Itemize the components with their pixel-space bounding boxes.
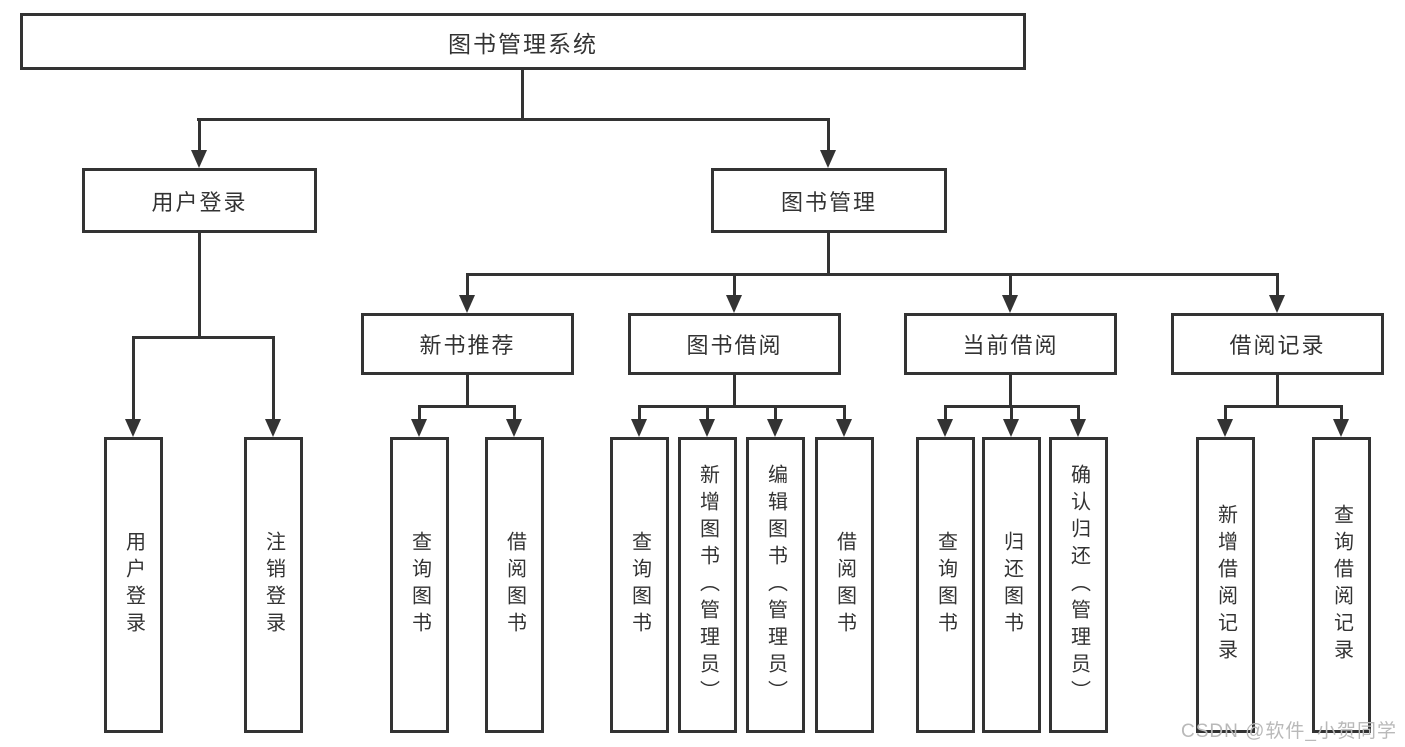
leaf-add-borrow-record: 新增借阅记录	[1196, 437, 1255, 733]
node-current-borrowing: 当前借阅	[904, 313, 1117, 375]
arrowhead-down-icon	[506, 419, 522, 437]
node-label: 查询图书	[628, 531, 651, 639]
arrowhead-down-icon	[265, 419, 281, 437]
node-label: 图书管理	[780, 189, 877, 215]
leaf-edit-books-admin: 编辑图书（管理员）	[746, 437, 805, 733]
connector-leaf-stem	[1077, 405, 1080, 421]
leaf-query-books-recommend: 查询图书	[390, 437, 449, 733]
node-label: 图书借阅	[686, 333, 783, 358]
node-label: 新增图书（管理员）	[696, 463, 719, 707]
leaf-borrow-books-recommend: 借阅图书	[485, 437, 544, 733]
connector-leaf-stem	[1010, 405, 1013, 421]
connector-leaf-stem	[706, 405, 709, 421]
connector-root-stem	[521, 70, 524, 118]
arrowhead-down-icon	[631, 419, 647, 437]
arrowhead-down-icon	[125, 419, 141, 437]
connector-group-stem	[466, 375, 469, 408]
node-label: 借阅记录	[1229, 333, 1326, 358]
node-label: 当前借阅	[962, 333, 1059, 358]
node-user-login: 用户登录	[82, 168, 317, 233]
connector-level3-bar	[466, 273, 1279, 276]
connector-leaf-stem	[1224, 405, 1227, 421]
arrowhead-down-icon	[699, 419, 715, 437]
connector-group-bar	[1224, 405, 1343, 408]
node-new-book-recommendation: 新书推荐	[361, 313, 574, 375]
node-label: 确认归还（管理员）	[1067, 463, 1090, 707]
node-label: 新书推荐	[419, 333, 516, 358]
connector-login-group-stem	[198, 233, 201, 336]
arrowhead-down-icon	[836, 419, 852, 437]
connector-level3-stem	[466, 273, 469, 298]
arrowhead-down-icon	[937, 419, 953, 437]
connector-user-login-stem	[198, 118, 201, 152]
leaf-user-login: 用户登录	[104, 437, 163, 733]
connector-book-mgmt-stem	[827, 233, 830, 273]
connector-group-stem	[1009, 375, 1012, 408]
connector-leaf-stem	[272, 336, 275, 421]
leaf-query-borrow-record: 查询借阅记录	[1312, 437, 1371, 733]
node-label: 查询借阅记录	[1330, 504, 1353, 666]
arrowhead-down-icon	[1333, 419, 1349, 437]
leaf-add-books-admin: 新增图书（管理员）	[678, 437, 737, 733]
connector-group-stem	[1276, 375, 1279, 408]
leaf-query-books-current: 查询图书	[916, 437, 975, 733]
node-label: 归还图书	[1000, 531, 1023, 639]
connector-level3-stem	[733, 273, 736, 298]
leaf-return-books: 归还图书	[982, 437, 1041, 733]
connector-group-bar	[638, 405, 845, 408]
arrowhead-down-icon	[191, 150, 207, 168]
arrowhead-down-icon	[1070, 419, 1086, 437]
connector-root-bar	[197, 118, 830, 121]
connector-group-bar	[418, 405, 516, 408]
connector-login-group-bar	[132, 336, 274, 339]
watermark-text: CSDN @软件_小贺同学	[1181, 721, 1397, 742]
node-label: 注销登录	[262, 531, 285, 639]
leaf-confirm-return-admin: 确认归还（管理员）	[1049, 437, 1108, 733]
arrowhead-down-icon	[1002, 295, 1018, 313]
node-label: 新增借阅记录	[1214, 504, 1237, 666]
connector-level3-stem	[1276, 273, 1279, 298]
connector-leaf-stem	[132, 336, 135, 421]
connector-leaf-stem	[843, 405, 846, 421]
node-borrowing-records: 借阅记录	[1171, 313, 1384, 375]
arrowhead-down-icon	[459, 295, 475, 313]
connector-leaf-stem	[513, 405, 516, 421]
connector-leaf-stem	[418, 405, 421, 421]
node-library-management-system: 图书管理系统	[20, 13, 1026, 70]
connector-leaf-stem	[774, 405, 777, 421]
node-label: 图书管理系统	[448, 30, 598, 57]
connector-level3-stem	[1009, 273, 1012, 298]
node-label: 用户登录	[122, 531, 145, 639]
arrowhead-down-icon	[411, 419, 427, 437]
leaf-borrow-books-borrowing: 借阅图书	[815, 437, 874, 733]
arrowhead-down-icon	[1217, 419, 1233, 437]
connector-leaf-stem	[638, 405, 641, 421]
node-label: 查询图书	[408, 531, 431, 639]
connector-group-stem	[733, 375, 736, 408]
node-label: 借阅图书	[833, 531, 856, 639]
arrowhead-down-icon	[1269, 295, 1285, 313]
connector-book-management-stem	[827, 118, 830, 152]
arrowhead-down-icon	[820, 150, 836, 168]
node-label: 借阅图书	[503, 531, 526, 639]
node-label: 查询图书	[934, 531, 957, 639]
node-label: 用户登录	[151, 189, 248, 215]
node-label: 编辑图书（管理员）	[764, 463, 787, 707]
leaf-query-books-borrowing: 查询图书	[610, 437, 669, 733]
arrowhead-down-icon	[1003, 419, 1019, 437]
connector-leaf-stem	[1340, 405, 1343, 421]
leaf-logout-login: 注销登录	[244, 437, 303, 733]
arrowhead-down-icon	[767, 419, 783, 437]
connector-leaf-stem	[944, 405, 947, 421]
arrowhead-down-icon	[726, 295, 742, 313]
node-book-management: 图书管理	[711, 168, 947, 233]
node-book-borrowing: 图书借阅	[628, 313, 841, 375]
